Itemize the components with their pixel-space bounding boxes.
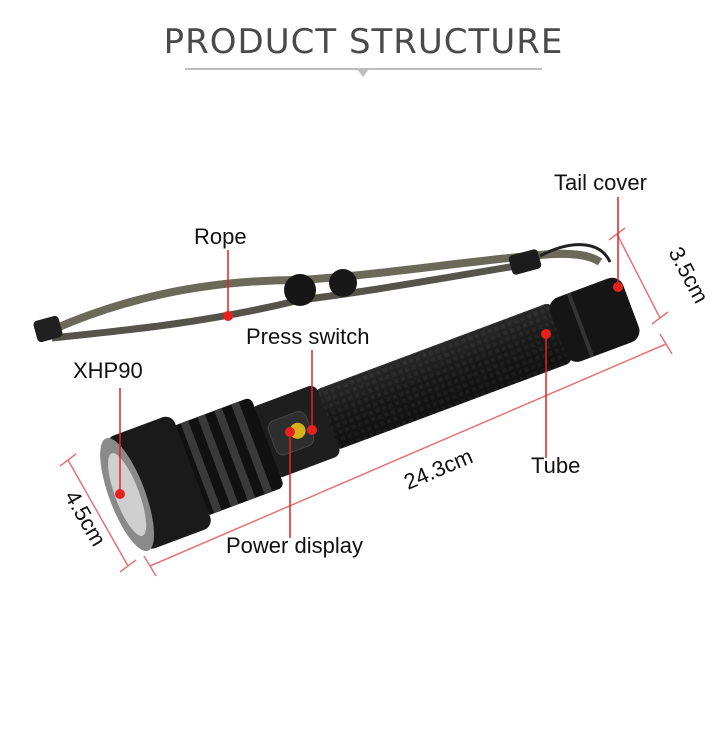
- label-tail-cover: Tail cover: [554, 170, 647, 195]
- label-press-switch: Press switch: [246, 324, 369, 349]
- dimension-head-diameter: 4.5cm: [60, 486, 112, 550]
- dimension-length: 24.3cm: [400, 443, 476, 494]
- page-title: PRODUCT STRUCTURE: [163, 22, 564, 62]
- flashlight: [100, 277, 640, 552]
- label-tube: Tube: [531, 453, 580, 478]
- label-rope: Rope: [194, 224, 247, 249]
- leader-lines: [119, 197, 619, 538]
- label-xhp90: XHP90: [73, 358, 143, 383]
- label-power-display: Power display: [226, 533, 363, 558]
- markers: [115, 282, 623, 499]
- title-underline-arrow: [357, 69, 369, 77]
- finned-head: [172, 398, 283, 516]
- dimension-lines: [59, 227, 673, 577]
- dimension-tail-diameter: 3.5cm: [664, 243, 714, 308]
- rope: [33, 243, 612, 343]
